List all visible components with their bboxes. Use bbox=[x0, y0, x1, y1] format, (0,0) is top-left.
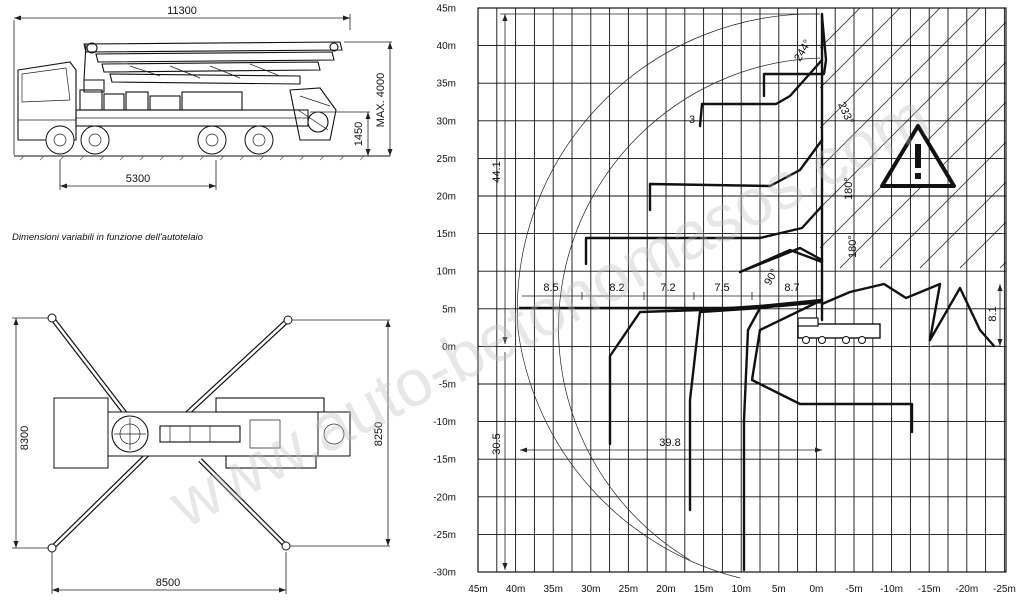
x-tick-label: -5m bbox=[845, 584, 862, 595]
x-tick-label: -25m bbox=[993, 584, 1016, 595]
side-view: 11300 bbox=[13, 5, 393, 190]
x-tick-label: 0m bbox=[809, 584, 823, 595]
x-tick-label: -20m bbox=[955, 584, 978, 595]
y-tick-label: 15m bbox=[437, 229, 456, 240]
width-front-label: 8300 bbox=[19, 426, 31, 450]
width-rear-label: 8250 bbox=[373, 422, 385, 446]
angle-label-1: 244° bbox=[792, 38, 814, 64]
angle-label-3: 180° bbox=[843, 177, 855, 200]
top-view: 8300 8250 8500 bbox=[12, 313, 391, 594]
x-tick-label: -15m bbox=[918, 584, 941, 595]
max-height-dim: 44.1 bbox=[491, 161, 503, 182]
end-hose-label: 3 bbox=[689, 114, 695, 126]
boom-configurations bbox=[518, 14, 1000, 572]
segment-label-4: 7.5 bbox=[714, 282, 729, 294]
y-tick-label: -15m bbox=[433, 455, 456, 466]
angle-label-4: 180° bbox=[847, 235, 859, 258]
x-tick-label: -10m bbox=[880, 584, 903, 595]
y-tick-label: 5m bbox=[442, 304, 456, 315]
y-tick-label: 20m bbox=[437, 192, 456, 203]
grid-border bbox=[477, 7, 1007, 573]
y-tick-label: 35m bbox=[437, 79, 456, 90]
y-tick-label: -10m bbox=[433, 417, 456, 428]
y-axis-ticks: 45m 40m 35m 30m 25m 20m 15m 10m 5m 0m -5m -10m -15m -… bbox=[433, 4, 456, 579]
warning-icon bbox=[880, 124, 956, 188]
max-reach-dim: 39.8 bbox=[659, 437, 680, 449]
chassis-note: Dimensioni variabili in funzione dell'au… bbox=[12, 232, 203, 243]
x-tick-label: 45m bbox=[468, 584, 487, 595]
reach-envelope-inner bbox=[558, 57, 821, 561]
y-tick-label: -20m bbox=[433, 492, 456, 503]
y-tick-label: 40m bbox=[437, 41, 456, 52]
x-tick-label: 5m bbox=[772, 584, 786, 595]
x-tick-label: 35m bbox=[543, 584, 562, 595]
reach-envelope-outer bbox=[517, 13, 819, 579]
y-tick-label: 10m bbox=[437, 267, 456, 278]
x-tick-label: 10m bbox=[731, 584, 750, 595]
x-axis-ticks: 45m 40m 35m 30m 25m 20m 15m 10m 5m 0m -5m -10m -15m -… bbox=[468, 584, 1016, 595]
y-tick-label: -30m bbox=[433, 568, 456, 579]
wheelbase-label: 5300 bbox=[126, 173, 150, 185]
x-tick-label: 25m bbox=[619, 584, 638, 595]
overall-length-label: 11300 bbox=[167, 5, 197, 17]
y-tick-label: 0m bbox=[442, 342, 456, 353]
y-tick-label: 25m bbox=[437, 154, 456, 165]
x-tick-label: 40m bbox=[506, 584, 525, 595]
segment-label-2: 8.2 bbox=[609, 282, 624, 294]
x-tick-label: 20m bbox=[656, 584, 675, 595]
prohibited-zone bbox=[820, 8, 1006, 269]
truck-icon-small bbox=[797, 317, 881, 344]
height-ref-label: 1450 bbox=[353, 122, 365, 146]
wheels bbox=[45, 125, 274, 155]
segment-label-3: 7.2 bbox=[660, 282, 675, 294]
folded-height-dim: 8.1 bbox=[987, 306, 999, 321]
max-depth-dim: 30.5 bbox=[491, 433, 503, 454]
y-tick-label: 30m bbox=[437, 116, 456, 127]
segment-label-5: 8.7 bbox=[784, 282, 799, 294]
reach-chart: 45m40m35m30m25m20m15m10m5m0m-5m-10m-15m-… bbox=[433, 4, 1016, 596]
span-label: 8500 bbox=[156, 577, 180, 589]
y-tick-label: 45m bbox=[437, 4, 456, 15]
y-tick-label: -5m bbox=[439, 380, 456, 391]
y-tick-label: -25m bbox=[433, 530, 456, 541]
x-tick-label: 15m bbox=[694, 584, 713, 595]
angle-label-5: 90° bbox=[762, 267, 781, 287]
x-tick-label: 30m bbox=[581, 584, 600, 595]
max-height-label: MAX. 4000 bbox=[375, 73, 387, 127]
segment-label-1: 8.5 bbox=[543, 282, 558, 294]
